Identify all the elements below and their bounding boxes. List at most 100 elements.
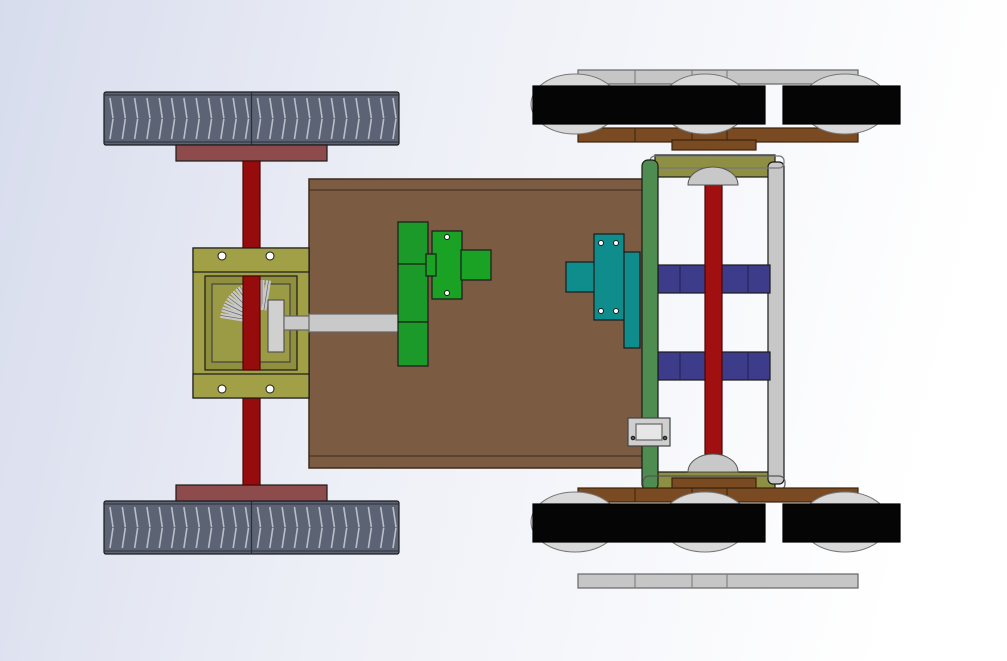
rear-wheel-left (103, 91, 400, 146)
tread-mark (293, 97, 299, 119)
tread-mark (170, 118, 176, 140)
tread-mark (158, 506, 164, 528)
track-band-left (532, 85, 766, 125)
tread-mark (330, 97, 336, 119)
track-assembly-bottom (530, 477, 901, 589)
bolt-hole (613, 240, 619, 246)
bolt-hole (444, 290, 450, 296)
tread-mark (367, 527, 373, 549)
front-axle-shaft (704, 184, 723, 464)
bolt-hole (662, 435, 668, 441)
tread-mark (195, 118, 201, 140)
gear-tooth-edge (263, 280, 269, 311)
gearbox-axle-pass (242, 275, 261, 371)
tread-mark (146, 118, 151, 140)
tread-mark (146, 97, 151, 119)
track-band-right (782, 503, 901, 543)
motor-body-top (397, 221, 429, 267)
tread-mark (305, 97, 311, 119)
tread-mark (379, 527, 385, 549)
tread-mark (293, 527, 299, 549)
tread-mark (330, 527, 336, 549)
tread-mark (281, 118, 286, 140)
bracket-mount (671, 139, 757, 151)
tread-mark (195, 506, 201, 528)
tread-mark (109, 527, 114, 549)
tread-mark (232, 118, 237, 140)
tread-mark (207, 118, 213, 140)
motor (397, 221, 429, 367)
tread-mark (109, 97, 114, 119)
tread-mark (256, 118, 262, 140)
tread-mark (183, 118, 188, 140)
tread-mark (379, 118, 385, 140)
track-rail (577, 573, 859, 589)
bolt-hole (598, 308, 604, 314)
tread-mark (355, 118, 360, 140)
bearing-base (593, 233, 625, 321)
track-band-right (782, 85, 901, 125)
tread-mark (379, 97, 385, 119)
tread-mark (269, 527, 274, 549)
bearing-flange (565, 261, 597, 293)
tread-mark (244, 527, 250, 549)
hub-plates (175, 144, 328, 502)
shaft-main (308, 313, 402, 333)
tread-mark (392, 118, 397, 140)
bearing-collar (623, 251, 641, 349)
tread-mark (367, 118, 373, 140)
pillow-block-bearing-1 (425, 230, 492, 300)
tread-mark (170, 97, 176, 119)
tread-mark (232, 97, 237, 119)
tread-mark (281, 527, 286, 549)
tread-mark (244, 118, 250, 140)
hub-plate-top (175, 144, 328, 162)
bolt-hole (265, 384, 275, 394)
tread-mark (220, 506, 225, 528)
tread-mark (256, 527, 262, 549)
tread-mark (342, 527, 348, 549)
tread-mark (342, 506, 348, 528)
tread-mark (305, 118, 311, 140)
tread-mark (220, 527, 225, 549)
tread-mark (355, 506, 360, 528)
pinion-gear (267, 299, 285, 353)
tread-mark (342, 118, 348, 140)
tread-mark (367, 97, 373, 119)
gearbox-bottom-flange (192, 373, 310, 399)
tread-mark (379, 506, 385, 528)
bearing-cap (425, 253, 437, 277)
pillow-block-bearing-2 (565, 233, 641, 349)
motor-body-bottom (397, 321, 429, 367)
tread-mark (121, 506, 127, 528)
drive-shaft (283, 313, 402, 333)
bracket-mount (671, 477, 757, 489)
bolt-hole (217, 384, 227, 394)
tread-mark (121, 527, 127, 549)
bolt-hole (630, 435, 636, 441)
tread-mark (170, 506, 176, 528)
tread-mark (281, 506, 286, 528)
tread-mark (133, 118, 139, 140)
shaft-stub (283, 315, 311, 331)
tread-mark (158, 527, 164, 549)
tread-mark (195, 527, 201, 549)
tread-mark (207, 97, 213, 119)
tread-mark (256, 506, 262, 528)
tread-mark (244, 506, 250, 528)
tread-mark (133, 506, 139, 528)
tread-mark (220, 97, 225, 119)
tread-mark (269, 97, 274, 119)
tread-mark (330, 118, 336, 140)
gearbox-top-flange (192, 247, 310, 273)
tread-mark (232, 527, 237, 549)
tread-mark (318, 506, 323, 528)
tread-mark (109, 118, 114, 140)
tread-mark (183, 97, 188, 119)
track-assembly-top (530, 69, 901, 151)
tread-mark (158, 97, 164, 119)
bearing-housing (460, 249, 492, 281)
tread-mark (195, 97, 201, 119)
